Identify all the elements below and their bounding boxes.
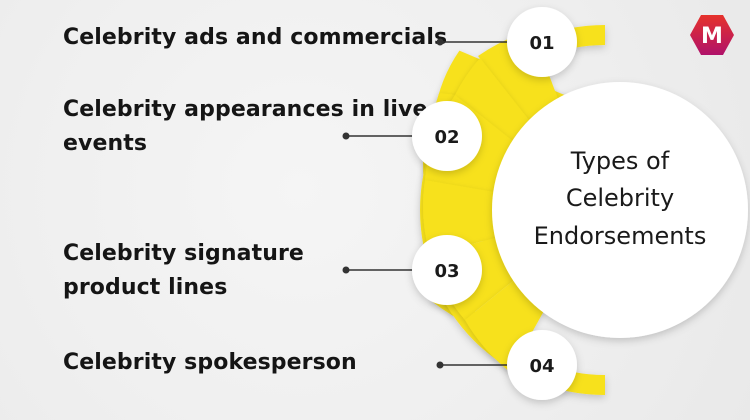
number-text-04: 04 xyxy=(529,356,554,377)
connector-03 xyxy=(342,266,414,274)
number-circle-04 xyxy=(507,330,577,400)
center-title-line-2: Celebrity xyxy=(566,184,674,212)
number-badge-04: 04 xyxy=(507,330,577,400)
number-badge-02: 02 xyxy=(412,101,482,171)
item-03-line-2: product lines xyxy=(63,275,228,300)
center-title: Types of Celebrity Endorsements xyxy=(534,147,707,250)
connector-01 xyxy=(436,38,510,46)
logo-hexagon xyxy=(690,15,734,55)
item-04-line-1: Celebrity spokesperson xyxy=(63,350,357,375)
item-02-line-1: Celebrity appearances in live xyxy=(63,97,428,122)
number-badge-01: 01 xyxy=(507,7,577,77)
number-text-03: 03 xyxy=(434,261,459,282)
logo-letter: M xyxy=(701,24,723,49)
connector-04 xyxy=(436,361,510,369)
item-label-03: Celebrity signature product lines xyxy=(63,237,304,305)
number-circle-01 xyxy=(507,7,577,77)
number-circle-03 xyxy=(412,235,482,305)
item-02-line-2: events xyxy=(63,131,148,156)
number-text-02: 02 xyxy=(434,127,459,148)
item-label-02: Celebrity appearances in live events xyxy=(63,93,427,161)
item-label-01: Celebrity ads and commercials xyxy=(63,21,447,55)
item-03-line-1: Celebrity signature xyxy=(63,241,304,266)
connector-02 xyxy=(342,132,414,140)
center-circle xyxy=(492,82,748,338)
number-badge-03: 03 xyxy=(412,235,482,305)
item-label-04: Celebrity spokesperson xyxy=(63,346,357,380)
item-01-line-1: Celebrity ads and commercials xyxy=(63,25,448,50)
center-title-line-3: Endorsements xyxy=(534,222,707,250)
center-title-line-1: Types of xyxy=(570,147,670,175)
number-text-01: 01 xyxy=(529,33,554,54)
brand-logo: M xyxy=(690,15,734,55)
number-circle-02 xyxy=(412,101,482,171)
